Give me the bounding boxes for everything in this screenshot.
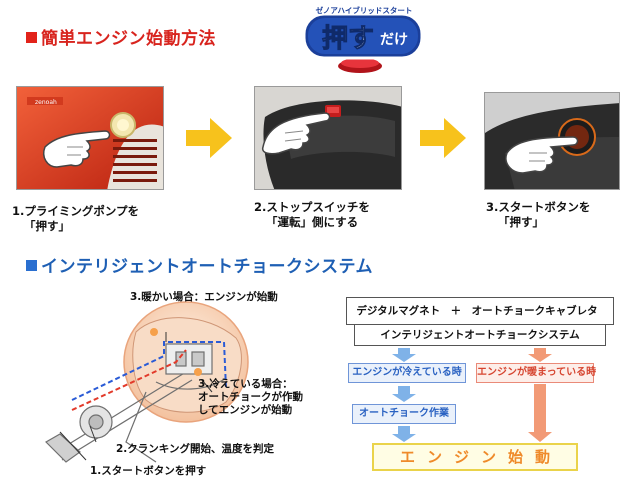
brand-label: zenoah	[35, 99, 57, 106]
pointing-hand-icon	[261, 112, 331, 155]
photo-stop-switch	[254, 86, 402, 190]
callout-line: オートチョークが作動	[198, 391, 303, 403]
flow-arrows	[392, 348, 552, 442]
arrow-down-icon	[392, 348, 416, 362]
callout-line: してエンジンが始動	[198, 404, 293, 416]
callout-cold-start: 3.冷えている場合： オートチョークが作動 してエンジンが始動	[198, 378, 303, 417]
step-caption-1: 1.プライミングポンプを 「押す」	[12, 204, 139, 234]
engine-start-box: エンジン始動	[372, 443, 578, 471]
photo-priming-pump: zenoah	[16, 86, 164, 190]
pointing-hand-icon	[43, 130, 111, 168]
logo-main-text: 押す	[322, 24, 374, 54]
logo-suffix-text: だけ	[380, 32, 408, 48]
step-caption-3: 3.スタートボタンを 「押す」	[486, 200, 590, 230]
step-caption-line2: 「押す」	[498, 215, 544, 229]
callout-cranking: 2.クランキング開始、温度を判定	[116, 443, 274, 455]
blue-square-bullet	[26, 260, 37, 271]
step-caption-line1: 1.プライミングポンプを	[12, 204, 140, 218]
section-title-easy-start: 簡単エンジン始動方法	[26, 24, 216, 49]
callout-start-button: 1.スタートボタンを押す	[90, 465, 207, 477]
arrow-down-icon	[392, 426, 416, 442]
system-box: インテリジェントオートチョークシステム	[354, 324, 606, 346]
photo-start-button	[484, 92, 620, 190]
logo-top-text: ゼノアハイブリッドスタート	[316, 5, 413, 15]
arrow-down-icon	[528, 348, 552, 362]
arrow-down-icon	[528, 384, 552, 442]
arrow-down-icon	[392, 386, 416, 402]
engine-diagram	[45, 301, 249, 463]
state-auto-choke: オートチョーク作業	[352, 404, 456, 424]
step-caption-line1: 2.ストップスイッチを	[254, 200, 370, 214]
red-square-bullet	[26, 32, 37, 43]
state-engine-warm: エンジンが暖まっている時	[476, 363, 596, 383]
pointing-hand-icon	[505, 136, 579, 174]
callout-line: 3.冷えている場合：	[198, 378, 293, 390]
section-title-text: インテリジェントオートチョークシステム	[41, 257, 373, 277]
state-engine-cold: エンジンが冷えている時	[348, 363, 466, 383]
step-caption-line2: 「運転」側にする	[266, 215, 359, 229]
step-caption-2: 2.ストップスイッチを 「運転」側にする	[254, 200, 370, 230]
section-title-auto-choke: インテリジェントオートチョークシステム	[26, 252, 373, 277]
callout-warm-start: 3.暖かい場合：エンジンが始動	[130, 291, 278, 303]
arrow-right-icon	[420, 118, 466, 158]
step-caption-line2: 「押す」	[24, 219, 70, 233]
hybrid-start-logo: ゼノアハイブリッドスタート 押す だけ	[302, 5, 424, 73]
components-box: デジタルマグネト ＋ オートチョークキャブレタ	[346, 297, 614, 325]
arrow-right-icon	[186, 118, 232, 158]
section-title-text: 簡単エンジン始動方法	[41, 29, 216, 49]
step-caption-line1: 3.スタートボタンを	[486, 200, 591, 214]
